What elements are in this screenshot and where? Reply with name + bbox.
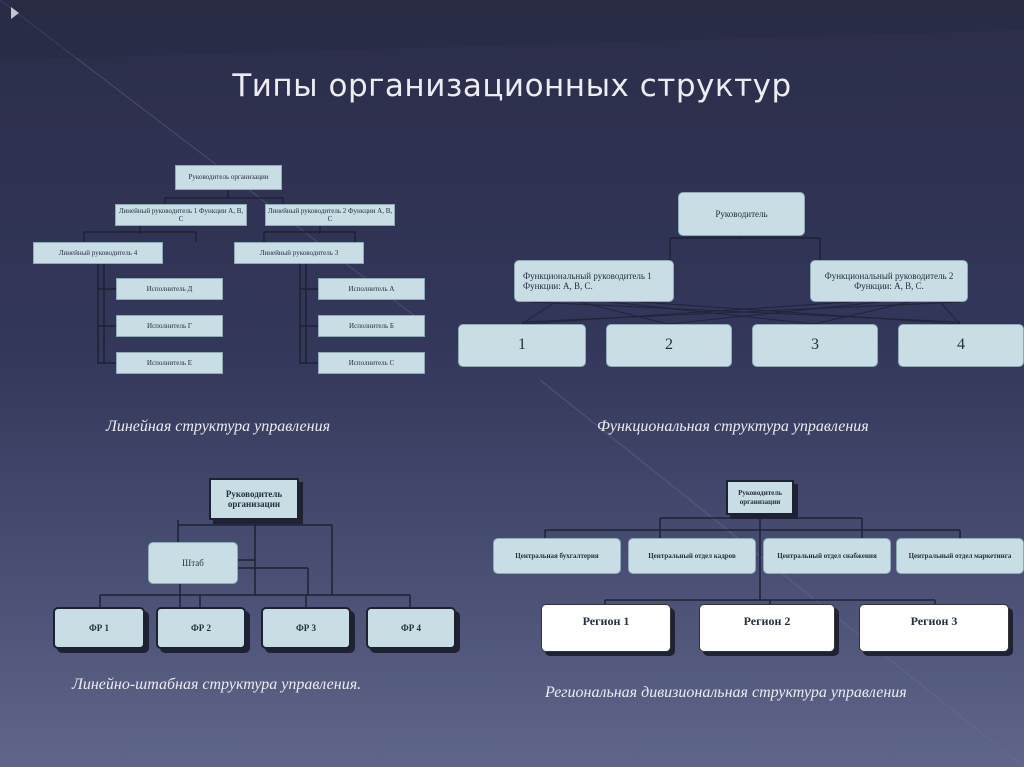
slide-title: Типы организационных структур xyxy=(232,68,792,104)
staff-unit-box: ФР 3 xyxy=(261,607,351,649)
staff-unit-box: ФР 2 xyxy=(156,607,246,649)
linear-manager-1-box: Линейный руководитель 1 Функции А, В, С xyxy=(115,204,247,226)
linear-exec-box: Исполнитель А xyxy=(318,278,425,300)
functional-manager-1-box: Функциональный руководитель 1 Функции: А… xyxy=(514,260,674,302)
staff-caption: Линейно-штабная структура управления. xyxy=(72,676,362,693)
staff-unit-box: ФР 4 xyxy=(366,607,456,649)
functional-manager-2-box: Функциональный руководитель 2 Функции: А… xyxy=(810,260,968,302)
functional-unit-box: 4 xyxy=(898,324,1024,367)
functional-manager-2-name: Функциональный руководитель 2 xyxy=(824,270,954,281)
functional-caption: Функциональная структура управления xyxy=(597,418,869,435)
divisional-head-box: Руководитель организации xyxy=(726,480,794,515)
linear-exec-box: Исполнитель Е xyxy=(116,352,223,374)
divisional-region-box: Регион 2 xyxy=(699,604,835,652)
functional-head-box: Руководитель xyxy=(678,192,805,236)
linear-manager-2-box: Линейный руководитель 2 Функции А, В, С xyxy=(265,204,395,226)
divisional-region-box: Регион 1 xyxy=(541,604,671,652)
linear-manager-4-box: Линейный руководитель 4 xyxy=(33,242,163,264)
divisional-dept-box: Центральный отдел снабжения xyxy=(763,538,891,574)
linear-manager-3-box: Линейный руководитель 3 xyxy=(234,242,364,264)
linear-exec-box: Исполнитель С xyxy=(318,352,425,374)
divisional-dept-box: Центральный отдел маркетинга xyxy=(896,538,1024,574)
divisional-dept-box: Центральная бухгалтерия xyxy=(493,538,621,574)
divisional-dept-box: Центральный отдел кадров xyxy=(628,538,756,574)
linear-exec-box: Исполнитель Б xyxy=(318,315,425,337)
divisional-region-box: Регион 3 xyxy=(859,604,1009,652)
staff-head-box: Руководитель организации xyxy=(209,478,299,520)
staff-hq-box: Штаб xyxy=(148,542,238,584)
linear-exec-box: Исполнитель Д xyxy=(116,278,223,300)
functional-unit-box: 2 xyxy=(606,324,732,367)
next-slide-icon[interactable] xyxy=(10,6,20,20)
linear-head-box: Руководитель организации xyxy=(175,165,282,190)
functional-manager-2-functions: Функции: А, В, С. xyxy=(854,281,924,291)
functional-unit-box: 1 xyxy=(458,324,586,367)
functional-manager-1-name: Функциональный руководитель 1 xyxy=(523,270,652,281)
staff-unit-box: ФР 1 xyxy=(53,607,145,649)
linear-caption: Линейная структура управления xyxy=(106,418,331,435)
linear-exec-box: Исполнитель Г xyxy=(116,315,223,337)
functional-unit-box: 3 xyxy=(752,324,878,367)
divisional-caption: Региональная дивизиональная структура уп… xyxy=(545,684,907,701)
functional-manager-1-functions: Функции: А, В, С. xyxy=(523,281,593,291)
